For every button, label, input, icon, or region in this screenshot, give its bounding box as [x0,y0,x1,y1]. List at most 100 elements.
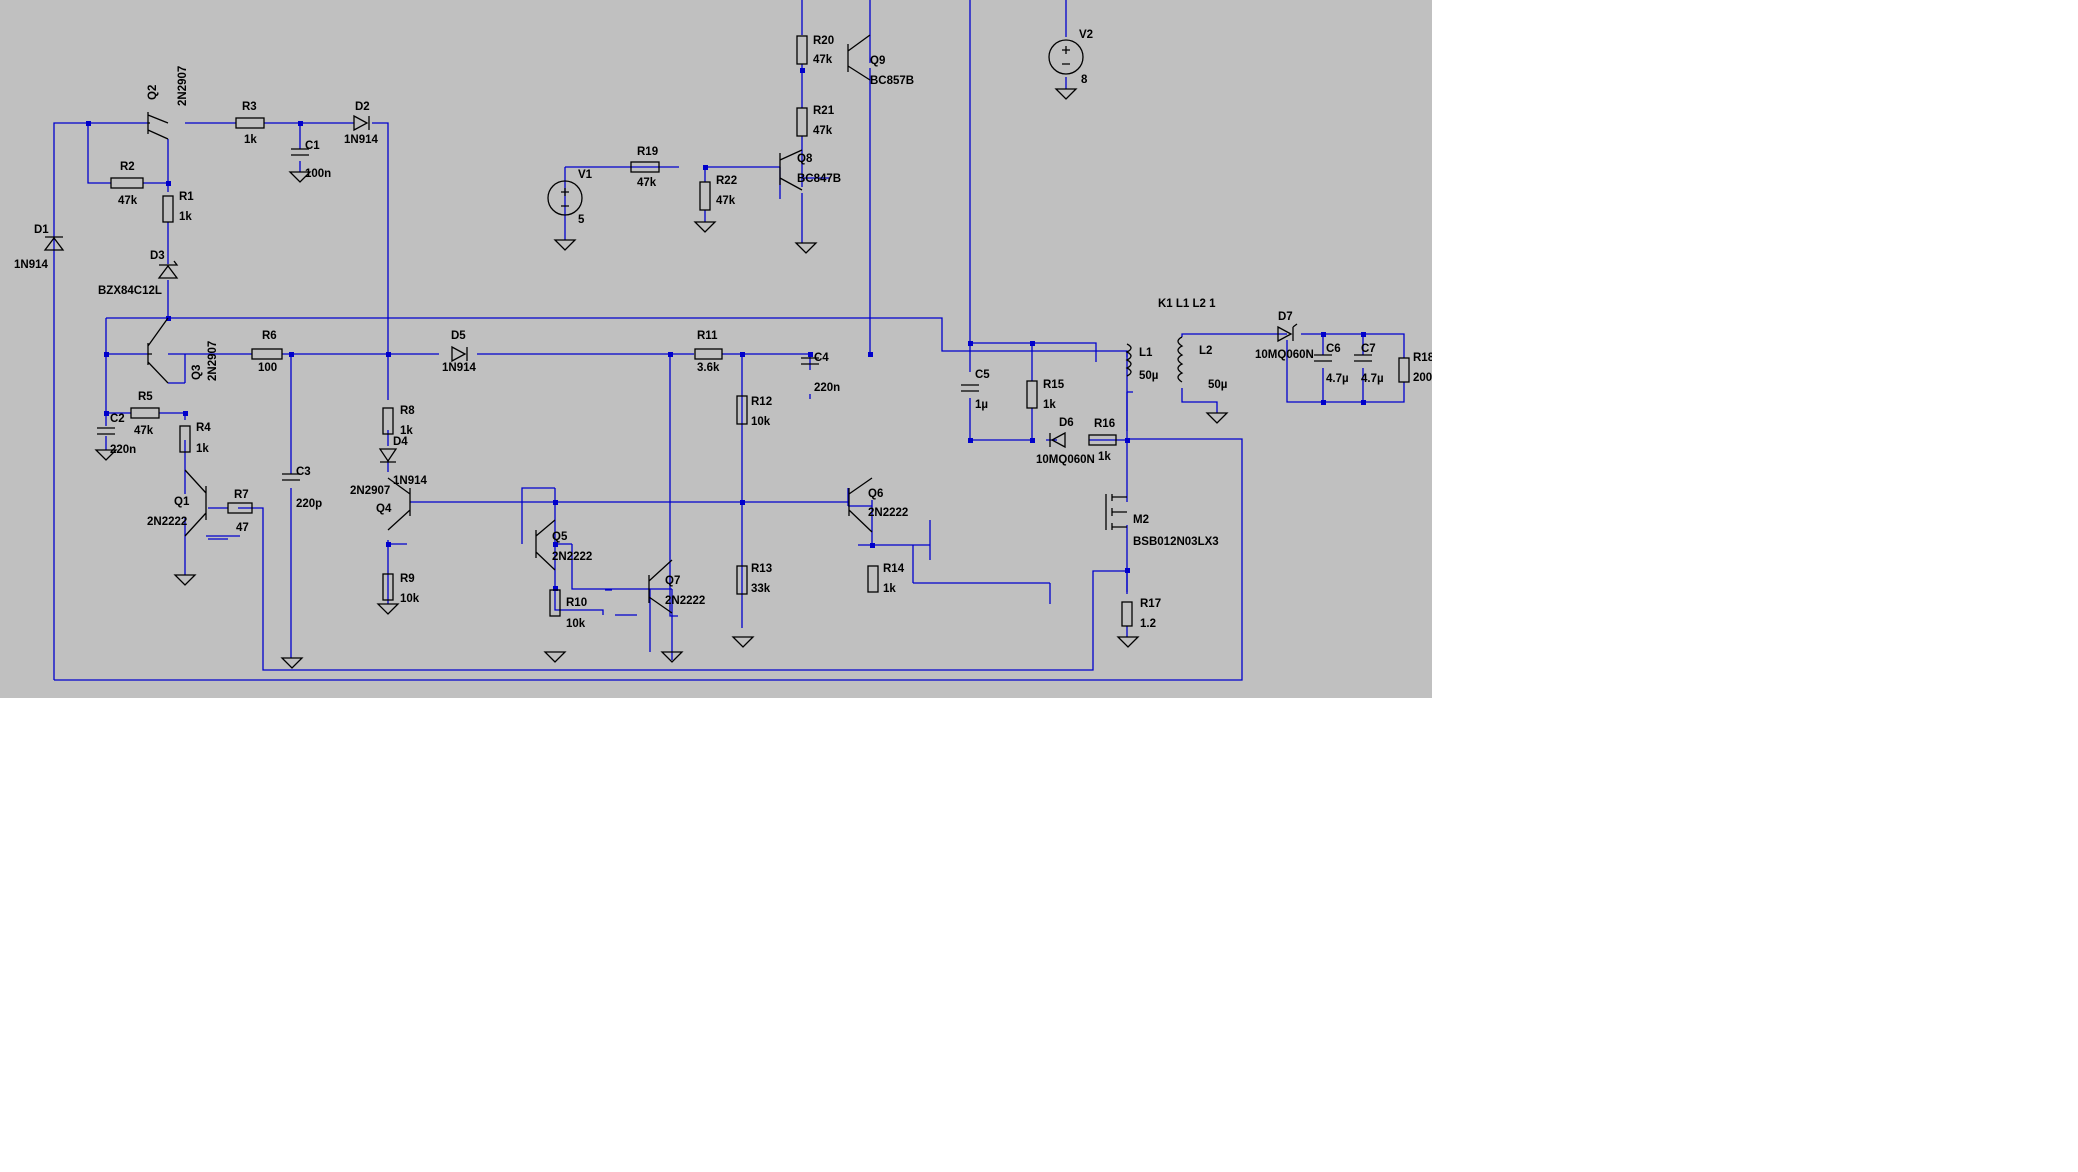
r7-ref-label: R7 [234,489,249,501]
r4-value-label: 1k [196,443,209,455]
d7-value-label: 10MQ060N [1255,349,1314,361]
d5-ref-label: D5 [451,330,466,342]
q2-value-label: 2N2907 [177,66,189,106]
q7-ref-label: Q7 [665,575,680,587]
r22-ref-label: R22 [716,175,737,187]
r2-value-label: 47k [118,195,138,207]
r14-value-label: 1k [883,583,896,595]
r5-value-label: 47k [134,425,154,437]
d1-value-label: 1N914 [14,259,48,271]
r6-value-label: 100 [258,362,277,374]
r1-value-label: 1k [179,211,192,223]
c2-value-label: 220n [110,444,136,456]
r15-value-label: 1k [1043,399,1056,411]
r10-value-label: 10k [566,618,586,630]
r4-ref-label: R4 [196,422,211,434]
q8-value-label: BC847B [797,173,841,185]
d5-value-label: 1N914 [442,362,476,374]
r11-ref-label: R11 [697,330,718,342]
r5-ref-label: R5 [138,391,153,403]
l1-ref-label: L1 [1139,347,1153,359]
r11-value-label: 3.6k [697,362,720,374]
r12-value-label: 10k [751,416,771,428]
junctions [86,68,1366,591]
r19-ref-label: R19 [637,146,658,158]
r7-value-label: 47 [236,522,249,534]
q1-ref-label: Q1 [174,496,190,508]
r8-ref-label: R8 [400,405,415,417]
r16-ref-label: R16 [1094,418,1115,430]
q9-value-label: BC857B [870,75,914,87]
r3-ref-label: R3 [242,101,257,113]
symbols [43,34,1410,669]
r1-ref-label: R1 [179,191,194,203]
q3-value-label: 2N2907 [207,341,219,381]
v2-ref-label: V2 [1079,29,1093,41]
d4-value-label: 1N914 [393,475,427,487]
v1-ref-label: V1 [578,169,593,181]
d2-ref-label: D2 [355,101,370,113]
d6-value-label: 10MQ060N [1036,454,1095,466]
v2-value-label: 8 [1081,74,1088,86]
d4-ref-label: D4 [393,436,408,448]
spice-directive-text: K1 L1 L2 1 [1158,298,1216,310]
r6-ref-label: R6 [262,330,277,342]
c1-value-label: 100n [305,168,331,180]
r3-value-label: 1k [244,134,257,146]
r21-value-label: 47k [813,125,833,137]
c1-ref-label: C1 [305,140,320,152]
c5-ref-label: C5 [975,369,990,381]
q6-value-label: 2N2222 [868,507,908,519]
q3-ref-label: Q3 [191,365,203,380]
r13-ref-label: R13 [751,563,772,575]
q6-ref-label: Q6 [868,488,883,500]
r20-ref-label: R20 [813,35,834,47]
d2-value-label: 1N914 [344,134,378,146]
d1-ref-label: D1 [34,224,49,236]
r19-value-label: 47k [637,177,657,189]
r18-ref-label: R18 [1413,352,1432,364]
q4-value-label: 2N2907 [350,485,390,497]
m2-ref-label: M2 [1133,514,1149,526]
r13-value-label: 33k [751,583,771,595]
c2-ref-label: C2 [110,413,125,425]
m2-value-label: BSB012N03LX3 [1133,536,1219,548]
q9-ref-label: Q9 [870,55,885,67]
r22-value-label: 47k [716,195,736,207]
r15-ref-label: R15 [1043,379,1065,391]
q7-value-label: 2N2222 [665,595,705,607]
d6-ref-label: D6 [1059,417,1074,429]
c7-value-label: 4.7µ [1361,373,1384,385]
c3-value-label: 220p [296,498,322,510]
c5-value-label: 1µ [975,399,988,411]
r9-ref-label: R9 [400,573,415,585]
q8-ref-label: Q8 [797,153,813,165]
q4-ref-label: Q4 [376,503,392,515]
c7-ref-label: C7 [1361,343,1376,355]
c4-ref-label: C4 [814,352,829,364]
r8-value-label: 1k [400,425,413,437]
r12-ref-label: R12 [751,396,772,408]
r2-ref-label: R2 [120,161,135,173]
r21-ref-label: R21 [813,105,835,117]
d3-ref-label: D3 [150,250,165,262]
d3-value-label: BZX84C12L [98,285,162,297]
l2-ref-label: L2 [1199,345,1212,357]
l2-value-label: 50µ [1208,379,1227,391]
r17-ref-label: R17 [1140,598,1161,610]
r9-value-label: 10k [400,593,420,605]
r18-value-label: 200 [1413,372,1432,384]
r20-value-label: 47k [813,54,833,66]
v1-value-label: 5 [578,214,585,226]
r14-ref-label: R14 [883,563,905,575]
c4-value-label: 220n [814,382,840,394]
r17-value-label: 1.2 [1140,618,1156,630]
q2-ref-label: Q2 [147,85,159,100]
c6-ref-label: C6 [1326,343,1341,355]
r16-value-label: 1k [1098,451,1111,463]
c3-ref-label: C3 [296,466,311,478]
c6-value-label: 4.7µ [1326,373,1349,385]
d7-ref-label: D7 [1278,311,1293,323]
